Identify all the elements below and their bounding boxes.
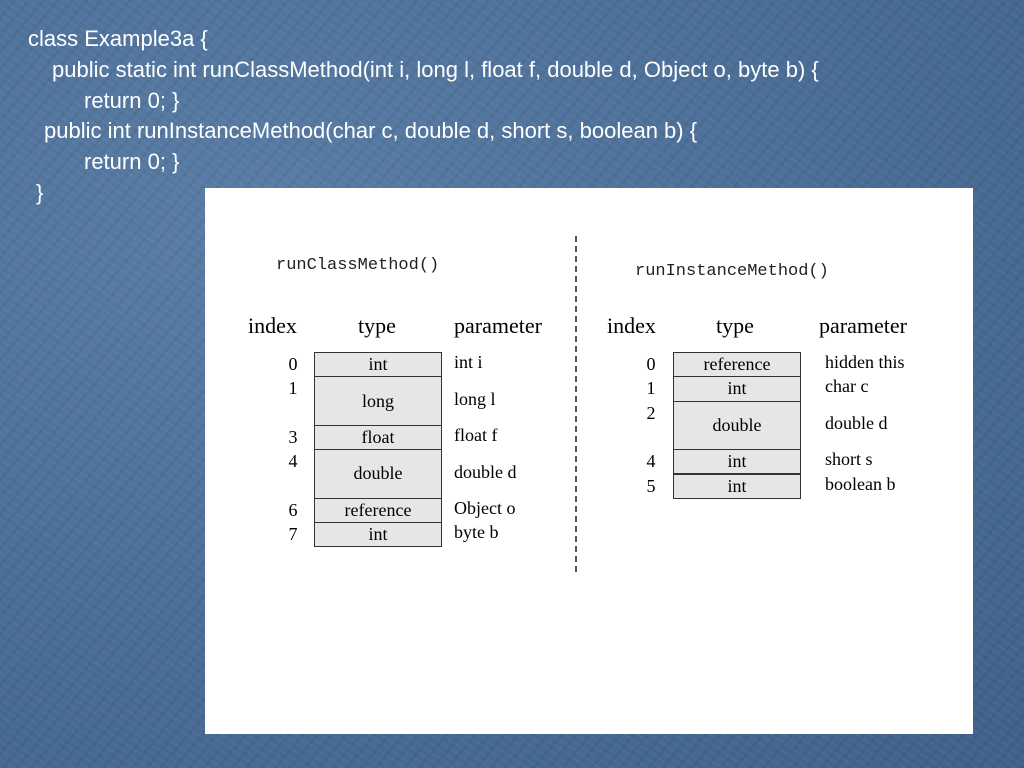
right-type-cell-2: double — [673, 400, 801, 451]
code-line-run-instance-method: public int runInstanceMethod(char c, dou… — [44, 118, 698, 143]
right-index-5: 5 — [646, 475, 656, 496]
right-index-2: 2 — [646, 402, 656, 423]
right-method-title: runInstanceMethod() — [635, 262, 829, 281]
left-index-7: 7 — [288, 524, 298, 545]
left-parameter-1: long l — [454, 388, 496, 409]
left-method-title: runClassMethod() — [276, 256, 440, 275]
left-parameter-7: byte b — [454, 522, 499, 543]
left-type-cell-4: double — [314, 449, 442, 499]
right-type-cell-0: reference — [673, 352, 801, 378]
right-parameter-5: boolean b — [825, 473, 896, 494]
right-parameter-2: double d — [825, 412, 888, 433]
right-index-1: 1 — [646, 378, 656, 399]
code-line-run-class-method: public static int runClassMethod(int i, … — [52, 57, 819, 82]
left-header-parameter: parameter — [454, 313, 542, 338]
code-line-return-1: return 0; } — [84, 88, 180, 113]
right-parameter-4: short s — [825, 449, 873, 470]
dashed-divider — [575, 236, 577, 572]
right-type-cell-4: int — [673, 449, 801, 475]
code-line-class-declaration: class Example3a { — [28, 26, 208, 51]
left-index-6: 6 — [288, 499, 298, 520]
left-type-cell-3: float — [314, 424, 442, 451]
left-parameter-4: double d — [454, 461, 517, 482]
left-type-cell-1: long — [314, 376, 442, 426]
left-type-cell-7: int — [314, 522, 442, 548]
left-index-3: 3 — [288, 426, 298, 447]
left-header-index: index — [248, 313, 297, 338]
right-header-parameter: parameter — [819, 313, 907, 338]
left-header-type: type — [358, 313, 396, 338]
left-parameter-6: Object o — [454, 497, 516, 518]
code-line-return-2: return 0; } — [84, 149, 180, 174]
right-type-cell-5: int — [673, 473, 801, 499]
code-line-closing-brace: } — [36, 180, 44, 205]
right-index-0: 0 — [646, 354, 656, 374]
left-type-cell-6: reference — [314, 497, 442, 524]
right-parameter-0: hidden this — [825, 352, 905, 373]
left-type-cell-0: int — [314, 352, 442, 378]
left-index-4: 4 — [288, 451, 298, 472]
left-index-1: 1 — [288, 378, 298, 399]
right-header-index: index — [607, 313, 656, 338]
right-header-type: type — [716, 313, 754, 338]
left-index-0: 0 — [288, 354, 298, 374]
left-parameter-3: float f — [454, 425, 498, 446]
right-index-4: 4 — [646, 451, 656, 472]
right-type-cell-1: int — [673, 376, 801, 402]
left-parameter-0: int i — [454, 352, 483, 373]
right-parameter-1: char c — [825, 376, 869, 397]
